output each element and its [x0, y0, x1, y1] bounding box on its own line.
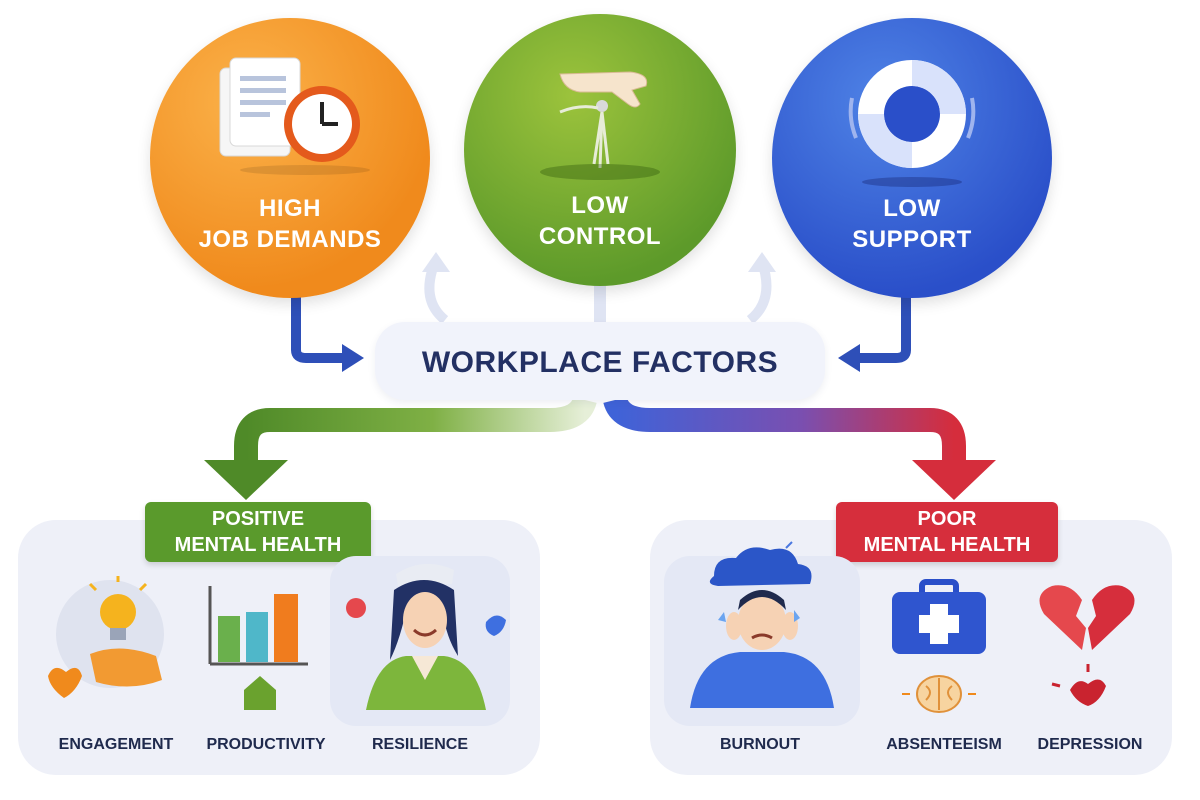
- arrow-blue-to-center-head: [838, 344, 860, 372]
- factor-low-control: LOW CONTROL: [464, 14, 736, 286]
- factor-high-job-demands: HIGH JOB DEMANDS: [150, 18, 430, 298]
- arrow-orange-to-center: [291, 296, 345, 363]
- positive-pill-line2: MENTAL HEALTH: [174, 534, 342, 556]
- arrow-center-to-positive: [234, 396, 597, 470]
- feedback-arrow-left-head: [422, 252, 450, 272]
- engagement-label: ENGAGEMENT: [58, 736, 174, 753]
- arrow-orange-to-center-head: [342, 344, 364, 372]
- broken-heart-icon: [1039, 585, 1135, 706]
- negative-pill-line2: MENTAL HEALTH: [863, 534, 1031, 556]
- lightbulb-handshake-icon: [48, 576, 164, 698]
- positive-mental-health-pill: POSITIVE MENTAL HEALTH: [145, 502, 371, 562]
- factor-title-line2: JOB DEMANDS: [198, 226, 382, 253]
- feedback-arrow-right-head: [748, 252, 776, 272]
- lifebuoy-icon: [848, 60, 976, 187]
- factor-title-line1: LOW: [883, 195, 941, 222]
- factor-title: LOW SUPPORT: [772, 193, 1052, 255]
- factor-low-support: LOW SUPPORT: [772, 18, 1052, 298]
- arrow-center-to-negative: [603, 396, 966, 470]
- hand-puppet-strings-icon: [540, 71, 660, 180]
- factor-title-line2: CONTROL: [538, 223, 662, 250]
- workplace-factors-box: WORKPLACE FACTORS: [375, 322, 825, 400]
- factor-title-line2: SUPPORT: [852, 226, 972, 253]
- resilience-label: RESILIENCE: [371, 736, 468, 753]
- absenteeism-label: ABSENTEEISM: [886, 736, 1002, 753]
- arrow-center-to-positive-head: [204, 460, 288, 500]
- depression-label: DEPRESSION: [1037, 736, 1143, 753]
- stressed-man-cloud-icon: [690, 541, 834, 708]
- document-clock-icon: [219, 57, 370, 175]
- bar-chart-house-icon: [208, 586, 308, 710]
- smiling-woman-icon: [346, 563, 506, 710]
- arrow-blue-to-center: [858, 296, 911, 363]
- factor-title: HIGH JOB DEMANDS: [150, 193, 430, 255]
- medical-kit-brain-icon: [892, 579, 986, 713]
- green-to-center-stem: [594, 284, 606, 324]
- positive-pill-line1: POSITIVE: [211, 508, 305, 530]
- productivity-label: PRODUCTIVITY: [206, 736, 326, 753]
- workplace-factors-title: WORKPLACE FACTORS: [421, 346, 779, 379]
- factor-title-line1: HIGH: [259, 195, 321, 222]
- negative-pill-line1: POOR: [917, 508, 977, 530]
- factor-title-line1: LOW: [571, 192, 629, 219]
- burnout-label: BURNOUT: [720, 736, 800, 753]
- factor-title: LOW CONTROL: [464, 190, 736, 252]
- poor-mental-health-pill: POOR MENTAL HEALTH: [836, 502, 1058, 562]
- arrow-center-to-negative-head: [912, 460, 996, 500]
